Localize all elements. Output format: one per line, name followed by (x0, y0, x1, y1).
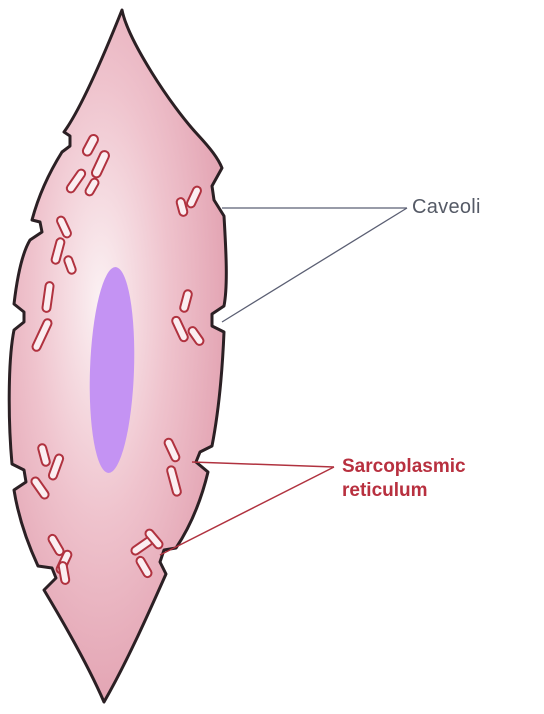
sarcoplasmic-label-line1: Sarcoplasmic (342, 455, 466, 479)
sarcoplasmic-label-line2: reticulum (342, 479, 466, 503)
caveoli-label: Caveoli (412, 196, 481, 219)
sarcoplasmic-reticulum-label: Sarcoplasmic reticulum (342, 455, 466, 503)
caveoli-leader-lines (222, 208, 407, 322)
